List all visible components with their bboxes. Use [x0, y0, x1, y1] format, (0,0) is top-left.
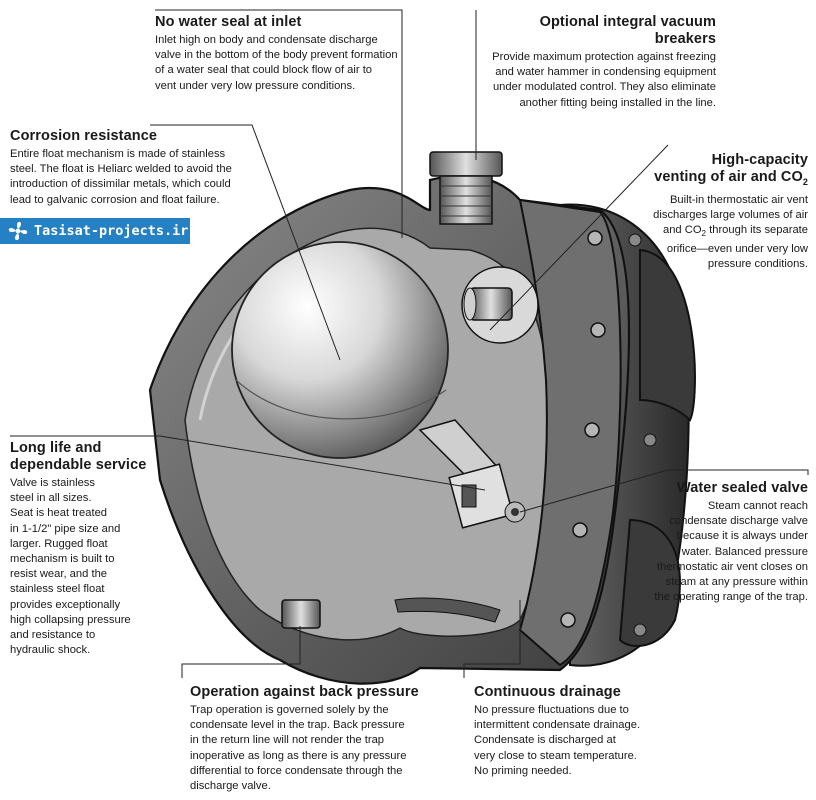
drain-plug — [281, 599, 321, 629]
vacuum-breaker-plug — [429, 151, 503, 225]
body-line-post: through its separate — [706, 224, 808, 237]
body-line-sub: 2 — [701, 229, 706, 239]
callout-body: Valve is stainless steel in all sizes. S… — [10, 477, 131, 657]
callout-no-water-seal: No water seal at inlet Inlet high on bod… — [155, 14, 405, 94]
body-line: pressure conditions. — [707, 257, 808, 270]
callout-water-sealed-valve: Water sealed valve Steam cannot reach co… — [628, 480, 808, 605]
internal-baffle — [394, 597, 501, 623]
body-line: orifice—even under very low — [666, 242, 808, 255]
callout-body: No pressure fluctuations due to intermit… — [474, 704, 641, 777]
flange — [518, 198, 622, 667]
callout-body: Built-in thermostatic air vent discharge… — [628, 193, 808, 272]
callout-continuous-drainage: Continuous drainage No pressure fluctuat… — [474, 684, 714, 779]
body-line: Built-in thermostatic air vent — [669, 193, 808, 206]
callout-vacuum-breakers: Optional integral vacuum breakers Provid… — [478, 14, 716, 111]
callout-title: No water seal at inlet — [155, 14, 302, 30]
callout-title: Optional integral vacuum breakers — [539, 14, 716, 47]
body-line-pre: and CO — [662, 224, 702, 237]
thermostatic-air-vent — [461, 266, 539, 344]
callout-body: Provide maximum protection against freez… — [492, 51, 716, 109]
callout-title: Long life and dependable service — [10, 440, 147, 473]
callout-title-line1: High-capacity — [711, 152, 808, 168]
callout-body: Steam cannot reach condensate discharge … — [654, 500, 808, 604]
watermark-text: Tasisat-projects.ir — [34, 223, 189, 239]
callout-title: Operation against back pressure — [190, 684, 419, 700]
callout-title: Continuous drainage — [474, 684, 621, 700]
stainless-steel-float — [231, 241, 449, 459]
callout-body: Trap operation is governed solely by the… — [190, 704, 407, 793]
callout-title: High-capacity venting of air and CO2 — [628, 152, 808, 191]
callout-title: Water sealed valve — [676, 480, 808, 496]
callout-high-capacity-venting: High-capacity venting of air and CO2 Bui… — [628, 152, 808, 272]
fan-icon — [8, 221, 28, 241]
float-arm-mechanism — [418, 419, 526, 529]
callout-title-line2: venting of air and CO — [654, 169, 803, 185]
body-line: discharges large volumes of air — [653, 209, 808, 222]
callout-body: Entire float mechanism is made of stainl… — [10, 148, 232, 206]
watermark-badge: Tasisat-projects.ir — [0, 218, 190, 244]
callout-title-sub: 2 — [802, 176, 808, 187]
flange-bolts — [560, 230, 606, 628]
callout-back-pressure: Operation against back pressure Trap ope… — [190, 684, 450, 794]
callout-body: Inlet high on body and condensate discha… — [155, 34, 398, 92]
leader-lines — [10, 9, 809, 678]
callout-title: Corrosion resistance — [10, 128, 158, 144]
callout-corrosion-resistance: Corrosion resistance Entire float mechan… — [10, 128, 250, 208]
callout-long-life: Long life and dependable service Valve i… — [10, 440, 160, 658]
